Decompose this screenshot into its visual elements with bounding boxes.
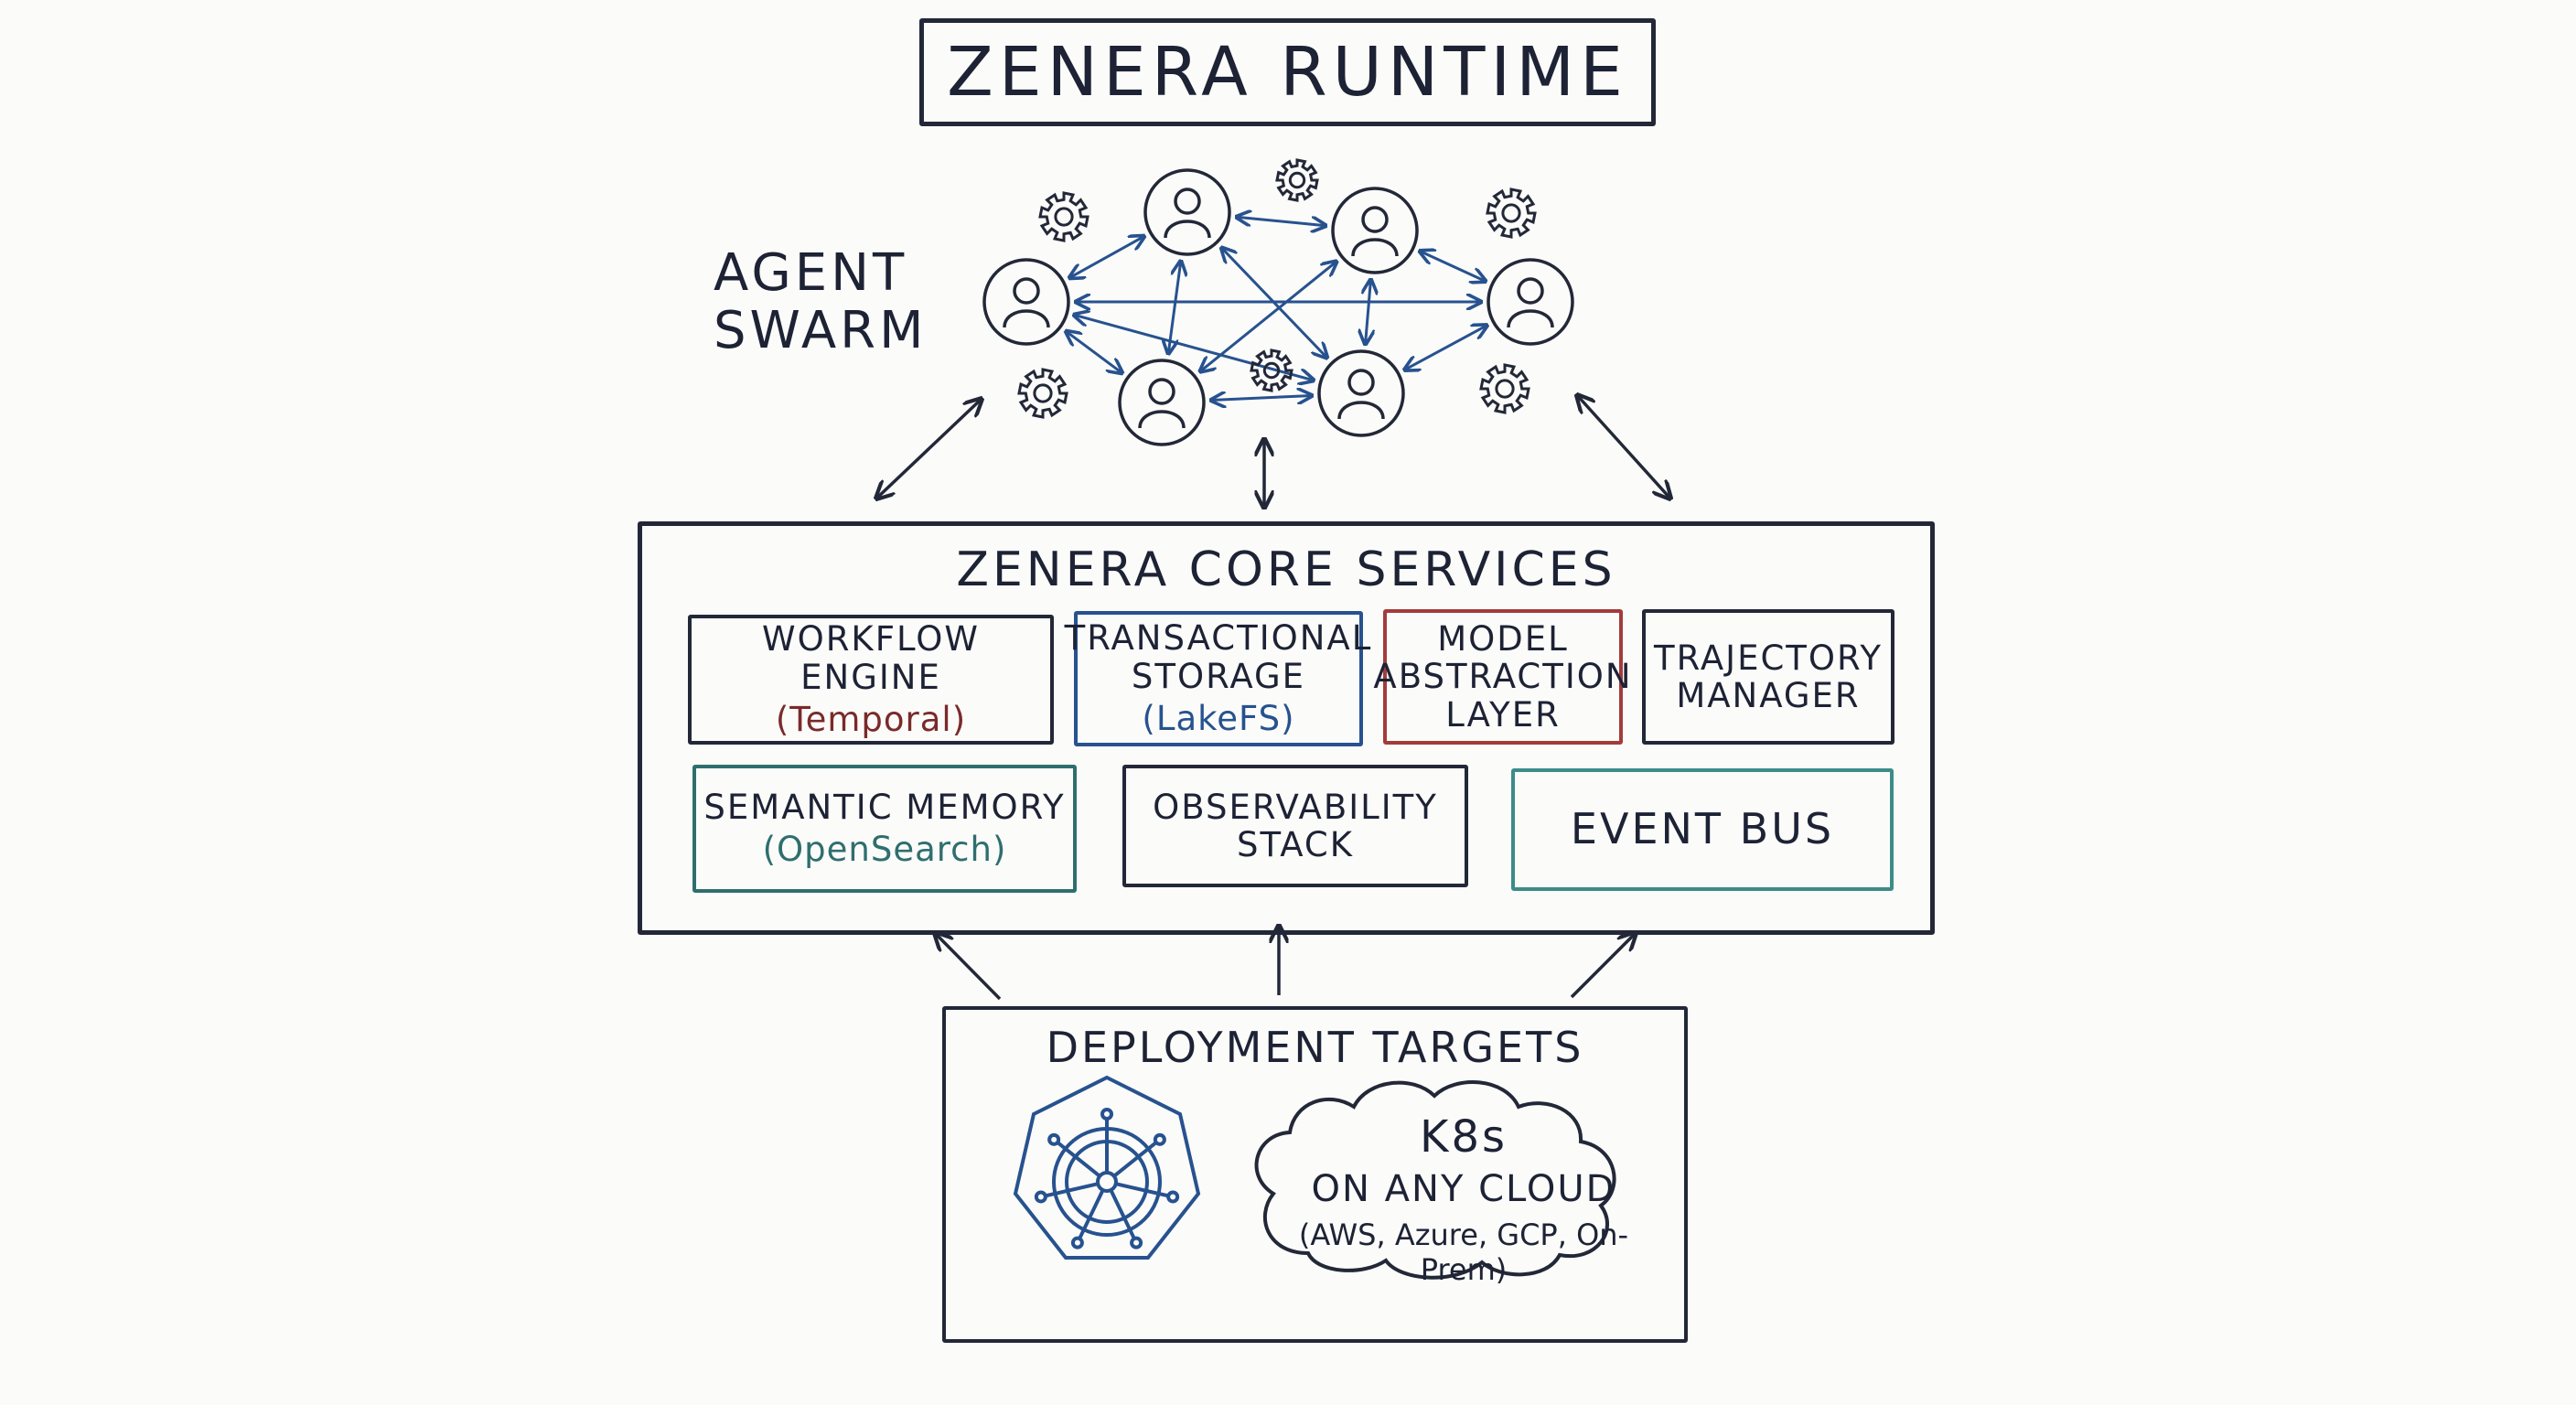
core-services-title: ZENERA CORE SERVICES — [956, 542, 1616, 597]
person-icon — [1143, 168, 1231, 256]
deploy-to-core-arrows — [935, 926, 1636, 1001]
gear-icon — [1479, 363, 1530, 414]
agent-swarm-label: AGENT SWARM — [714, 243, 928, 360]
person-icon — [1118, 359, 1206, 446]
core-services-box: ZENERA CORE SERVICES — [638, 521, 1935, 935]
arrow-deploy-core-right — [1570, 933, 1636, 999]
cloud-any-cloud-label: ON ANY CLOUD — [1311, 1168, 1616, 1210]
cloud-providers-label: (AWS, Azure, GCP, On-Prem) — [1298, 1217, 1629, 1287]
cloud-text: K8s ON ANY CLOUD (AWS, Azure, GCP, On-Pr… — [1262, 1111, 1665, 1287]
swarm-link — [1237, 217, 1326, 226]
person-icon — [1331, 187, 1419, 274]
gear-icon — [1275, 158, 1319, 202]
service-sub: (OpenSearch) — [762, 830, 1007, 870]
trajectory-manager-box: TRAJECTORY MANAGER — [1642, 609, 1894, 745]
person-icon — [982, 258, 1070, 346]
agents — [982, 168, 1574, 446]
cloud-k8s-label: K8s — [1419, 1111, 1508, 1163]
swarm-to-core-arrows — [876, 395, 1670, 508]
gear-icon — [1250, 349, 1293, 392]
service-label: TRANSACTIONAL STORAGE — [1064, 618, 1373, 696]
service-label: WORKFLOW ENGINE — [762, 619, 980, 697]
cloud-icon — [1254, 1080, 1616, 1280]
service-label: SEMANTIC MEMORY — [703, 787, 1066, 827]
observability-stack-box: OBSERVABILITY STACK — [1122, 765, 1468, 887]
swarm-link — [1168, 262, 1181, 354]
arrow-deploy-core-left — [935, 933, 1002, 1001]
gears — [1017, 158, 1537, 419]
gear-icon — [1038, 191, 1089, 242]
service-label: MODEL ABSTRACTION LAYER — [1373, 618, 1633, 735]
service-sub: (LakeFS) — [1142, 698, 1295, 738]
person-icon — [1487, 258, 1574, 346]
service-label: OBSERVABILITY STACK — [1153, 787, 1438, 864]
gear-icon — [1486, 188, 1537, 239]
person-icon — [1317, 349, 1405, 437]
swarm-link — [1405, 326, 1487, 370]
service-label: TRAJECTORY MANAGER — [1654, 638, 1883, 715]
kubernetes-helm-icon — [1013, 1075, 1201, 1260]
service-sub: (Temporal) — [775, 699, 967, 739]
title-box: ZENERA RUNTIME — [919, 18, 1656, 126]
page-title: ZENERA RUNTIME — [947, 32, 1628, 112]
gear-icon — [1017, 368, 1068, 419]
swarm-link — [1069, 236, 1144, 277]
transactional-storage-box: TRANSACTIONAL STORAGE (LakeFS) — [1065, 611, 1370, 746]
swarm-link — [1074, 315, 1314, 381]
swarm-link — [1420, 252, 1486, 282]
workflow-engine-box: WORKFLOW ENGINE (Temporal) — [688, 615, 1054, 745]
semantic-memory-box: SEMANTIC MEMORY (OpenSearch) — [692, 765, 1077, 893]
model-abstraction-box: MODEL ABSTRACTION LAYER — [1373, 609, 1631, 745]
arrow-swarm-core-right — [1577, 395, 1670, 499]
deployment-targets-box: DEPLOYMENT TARGETS — [942, 1006, 1688, 1343]
deployment-title: DEPLOYMENT TARGETS — [1046, 1023, 1584, 1072]
swarm-link — [1066, 331, 1122, 373]
event-bus-box: EVENT BUS — [1511, 768, 1894, 891]
service-label: EVENT BUS — [1570, 804, 1835, 854]
swarm-link — [1211, 395, 1312, 400]
arrow-swarm-core-left — [876, 399, 982, 499]
swarm-link — [1366, 280, 1371, 344]
swarm-links — [1066, 217, 1487, 400]
